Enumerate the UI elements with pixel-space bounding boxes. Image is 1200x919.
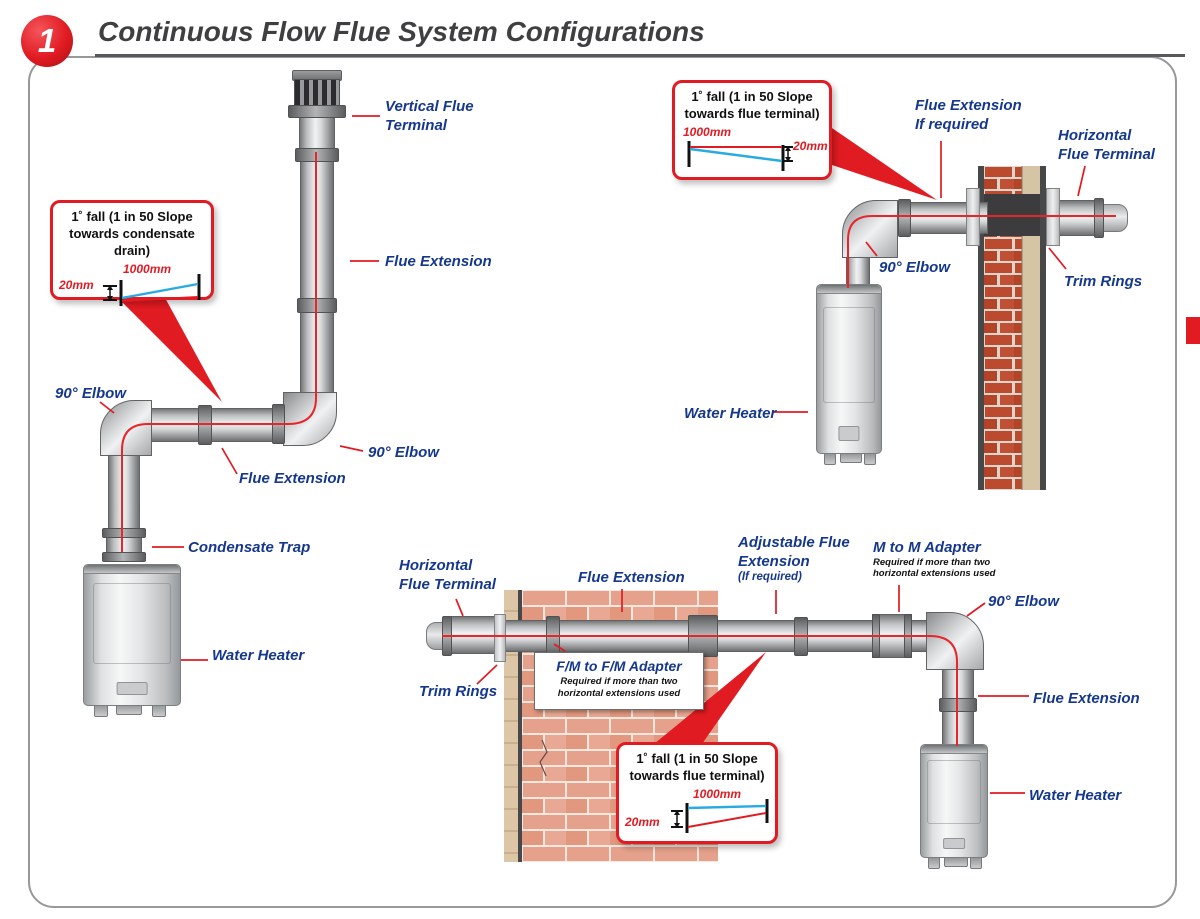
wall-plate: [978, 166, 984, 490]
heater-label-plate: [838, 425, 860, 442]
callout-title: towards flue terminal): [629, 767, 765, 783]
dim-1000mm: 1000mm: [683, 124, 732, 139]
dim-1000mm: 1000mm: [693, 786, 742, 801]
label-horizontal-flue-terminal: Horizontal Flue Terminal: [1058, 127, 1155, 164]
title-underline: [95, 54, 1185, 57]
water-heater-unit: [83, 564, 181, 706]
vertical-terminal-vent: [294, 79, 340, 108]
pipe-collar: [546, 616, 560, 656]
condensate-trap-flange: [102, 528, 146, 538]
pipe-collar: [898, 199, 911, 237]
label-flue-extension: Flue Extension: [239, 470, 346, 487]
label-90-elbow: 90° Elbow: [55, 385, 127, 402]
heater-front-panel: [822, 306, 876, 403]
callout-title: towards flue terminal): [684, 105, 820, 121]
label-water-heater: Water Heater: [1029, 787, 1122, 804]
callout-title: 1˚ fall (1 in 50 Slope: [636, 751, 758, 766]
label-trim-rings: Trim Rings: [419, 683, 498, 700]
label-flue-extension-if-required: Flue Extension If required: [915, 97, 1022, 134]
slope-callout-condensate: 1˚ fall (1 in 50 Slope towards condensat…: [50, 200, 214, 306]
brick-wall: [984, 166, 1040, 490]
trim-ring: [494, 614, 506, 662]
slope-lines: [671, 798, 769, 833]
trim-ring: [966, 188, 980, 246]
slope-callout-terminal-bottom: 1˚ fall (1 in 50 Slope towards flue term…: [616, 742, 778, 844]
slope-diagram: 20mm 1000mm: [625, 787, 769, 839]
page-title: Continuous Flow Flue System Configuratio…: [98, 16, 705, 47]
fm-adapter-note: Required if more than two: [560, 675, 678, 687]
heater-front-panel: [92, 583, 172, 664]
flue-pipe-horizontal: [146, 408, 288, 442]
condensate-drop-pipe: [108, 452, 140, 534]
heater-top-strip: [84, 565, 180, 574]
callout-title: 1˚ fall (1 in 50 Slope: [691, 89, 813, 104]
pipe-collar: [297, 298, 337, 313]
page-edge-tab: [1186, 317, 1200, 344]
pipe-collar: [198, 405, 212, 445]
label-90-elbow: 90° Elbow: [988, 593, 1060, 610]
condensate-trap-flange: [102, 552, 146, 562]
trim-ring: [1046, 188, 1060, 246]
horizontal-flue-terminal-body: [446, 616, 498, 654]
terminal-collar: [288, 105, 346, 118]
pipe-collar: [794, 617, 808, 656]
label-trim-rings: Trim Rings: [1064, 273, 1143, 290]
heater-label-plate: [943, 838, 965, 850]
callout-title: towards condensate drain): [69, 225, 195, 258]
heater-top-strip: [921, 745, 987, 754]
label-condensate-trap: Condensate Trap: [188, 539, 311, 556]
heater-top-strip: [817, 285, 881, 294]
label-m-to-m-adapter: M to M Adapter Required if more than two…: [873, 539, 996, 580]
slope-lines: [687, 140, 793, 171]
flue-pipe-vertical: [300, 158, 334, 400]
fm-adapter-title: F/M to F/M Adapter: [556, 658, 682, 674]
dim-20mm: 20mm: [625, 814, 660, 829]
slope-diagram: 20mm 1000mm: [59, 262, 205, 314]
label-water-heater: Water Heater: [684, 405, 777, 422]
section-number-badge: 1: [21, 15, 73, 67]
adjustable-extension-sleeve: [688, 615, 718, 657]
dim-20mm: 20mm: [793, 138, 828, 153]
heater-flue-connector: [846, 256, 870, 286]
label-adjustable-flue-extension: Adjustable Flue Extension (If required): [738, 534, 850, 584]
dim-20mm: 20mm: [59, 277, 94, 292]
fm-adapter-note: horizontal extensions used: [557, 687, 681, 699]
terminal-ring: [442, 616, 452, 656]
terminal-ring: [1094, 198, 1104, 238]
label-90-elbow: 90° Elbow: [879, 259, 951, 276]
callout-title: 1˚ fall (1 in 50 Slope: [71, 209, 193, 224]
label-90-elbow: 90° Elbow: [368, 444, 440, 461]
heater-front-panel: [926, 759, 982, 825]
adapter-ridge: [872, 614, 880, 658]
heater-label-plate: [116, 682, 148, 696]
terminal-tip: [1100, 204, 1128, 232]
label-flue-extension: Flue Extension: [578, 569, 685, 586]
label-flue-extension: Flue Extension: [1033, 690, 1140, 707]
section-number: 1: [37, 22, 57, 59]
pipe-collar: [939, 698, 977, 712]
diagram-frame: [28, 56, 1177, 908]
label-water-heater: Water Heater: [212, 647, 305, 664]
slope-diagram: 1000mm 20mm: [681, 124, 828, 177]
fm-adapter-label-box: F/M to F/M Adapter Required if more than…: [534, 652, 704, 710]
water-heater-unit: [816, 284, 882, 454]
water-heater-unit: [920, 744, 988, 858]
label-vertical-flue-terminal: Vertical Flue Terminal: [385, 98, 474, 135]
slope-callout-terminal-top: 1˚ fall (1 in 50 Slope towards flue term…: [672, 80, 832, 180]
adapter-ridge: [904, 614, 912, 658]
pipe-collar: [272, 404, 285, 444]
label-horizontal-flue-terminal: Horizontal Flue Terminal: [399, 557, 496, 594]
label-flue-extension: Flue Extension: [385, 253, 492, 270]
dim-1000mm: 1000mm: [123, 261, 172, 276]
wall-plate: [1040, 166, 1046, 490]
pipe-collar: [295, 148, 339, 162]
